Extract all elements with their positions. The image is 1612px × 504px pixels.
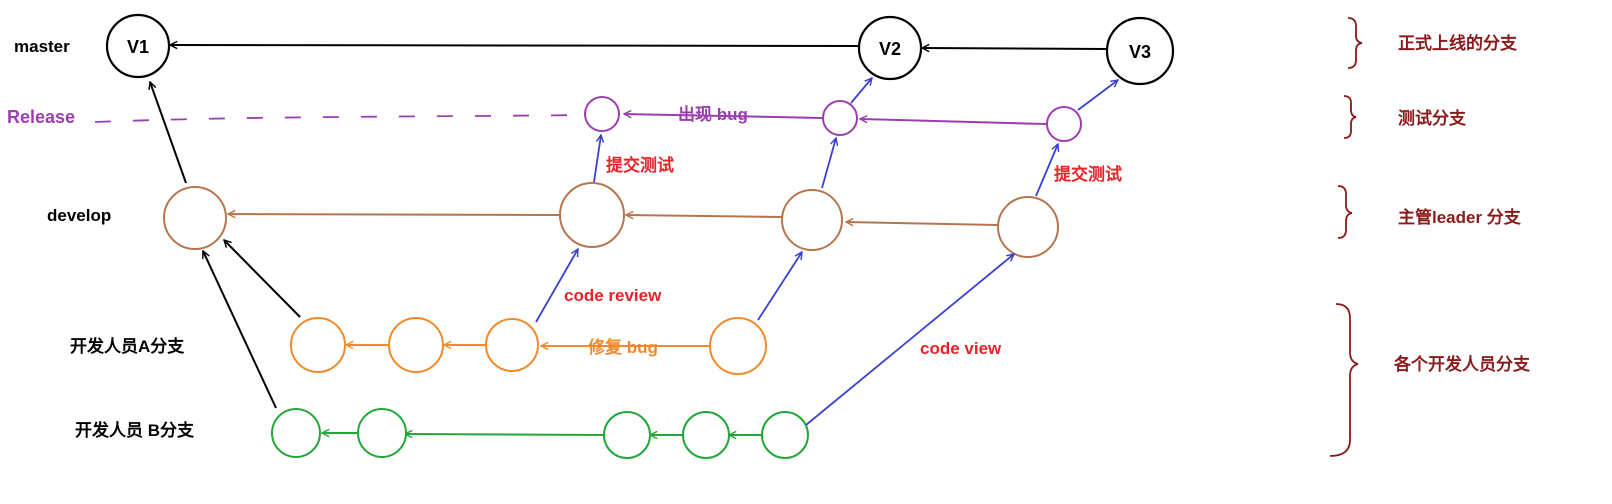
legend-developers: 各个开发人员分支	[1393, 354, 1531, 374]
release-commit-1	[584, 96, 620, 132]
master-commit-v1	[105, 13, 171, 79]
legend-develop: 主管leader 分支	[1398, 207, 1522, 227]
develop-commit-2	[559, 182, 625, 248]
master-commit-v3	[1105, 16, 1175, 86]
branch-label-develop: develop	[47, 206, 111, 225]
merge-develop-to-master-v1	[150, 82, 187, 184]
dev-a-commit-1	[290, 317, 346, 373]
release-commit-2	[822, 100, 858, 136]
develop-link-4-3	[846, 222, 999, 225]
master-link-v2-v1	[170, 45, 861, 46]
merge-release-to-master-v3	[1077, 80, 1118, 111]
develop-link-2-1	[228, 214, 561, 215]
legend-master: 正式上线的分支	[1398, 33, 1518, 53]
merge-dev-a-to-develop-2	[535, 249, 578, 323]
branch-label-dev-a: 开发人员A分支	[70, 336, 185, 356]
dev-a-commit-4	[709, 317, 767, 375]
annotation-submit-test-1: 提交测试	[606, 155, 674, 175]
dev-a-commit-3	[485, 318, 539, 372]
brace-develop	[1337, 185, 1353, 239]
annotation-fix-bug: 修复 bug	[587, 337, 658, 357]
develop-commit-4	[997, 196, 1059, 258]
master-commit-v1-label: V1	[127, 37, 149, 57]
merge-dev-b-to-develop	[203, 251, 277, 409]
branch-label-dev-b: 开发人员 B分支	[75, 420, 195, 440]
dev-b-commit-4	[682, 411, 730, 459]
annotation-bug-found: 出现 bug	[678, 104, 748, 124]
branch-label-master: master	[14, 37, 70, 56]
master-commit-v2	[857, 15, 923, 81]
develop-commit-3	[781, 189, 843, 251]
develop-link-3-2	[626, 215, 783, 217]
merge-dev-b-to-develop-4	[805, 254, 1014, 426]
brace-master	[1347, 17, 1363, 69]
legend-release: 测试分支	[1398, 108, 1467, 128]
dev-b-commit-1	[271, 408, 321, 458]
merge-release-to-master-v2	[850, 78, 872, 104]
merge-develop-to-release-3	[1035, 144, 1058, 197]
brace-release	[1343, 95, 1357, 139]
master-commit-v3-label: V3	[1129, 42, 1151, 62]
dev-b-commit-5	[761, 411, 809, 459]
release-link-2-1	[624, 114, 823, 119]
dev-b-commit-3	[603, 411, 651, 459]
merge-develop-to-release-1	[593, 135, 601, 183]
master-commit-v2-label: V2	[879, 39, 901, 59]
annotation-code-view: code view	[920, 339, 1002, 358]
merge-dev-a-to-develop	[224, 240, 301, 318]
annotation-submit-test-2: 提交测试	[1054, 164, 1122, 184]
release-link-3-2	[860, 119, 1047, 125]
master-link-v3-v2	[922, 48, 1109, 49]
dev-b-commit-2	[357, 408, 407, 458]
dev-a-commit-2	[388, 317, 444, 373]
branch-label-release: Release	[7, 107, 75, 127]
release-commit-3	[1046, 106, 1082, 142]
brace-developers	[1329, 303, 1359, 457]
merge-dev-a-to-develop-3	[757, 252, 802, 321]
dev-b-link-3-2	[405, 434, 605, 435]
develop-commit-1	[163, 186, 227, 250]
merge-develop-to-release-2	[821, 138, 836, 189]
annotation-code-review: code review	[564, 286, 662, 305]
release-dashed-history	[94, 114, 584, 123]
